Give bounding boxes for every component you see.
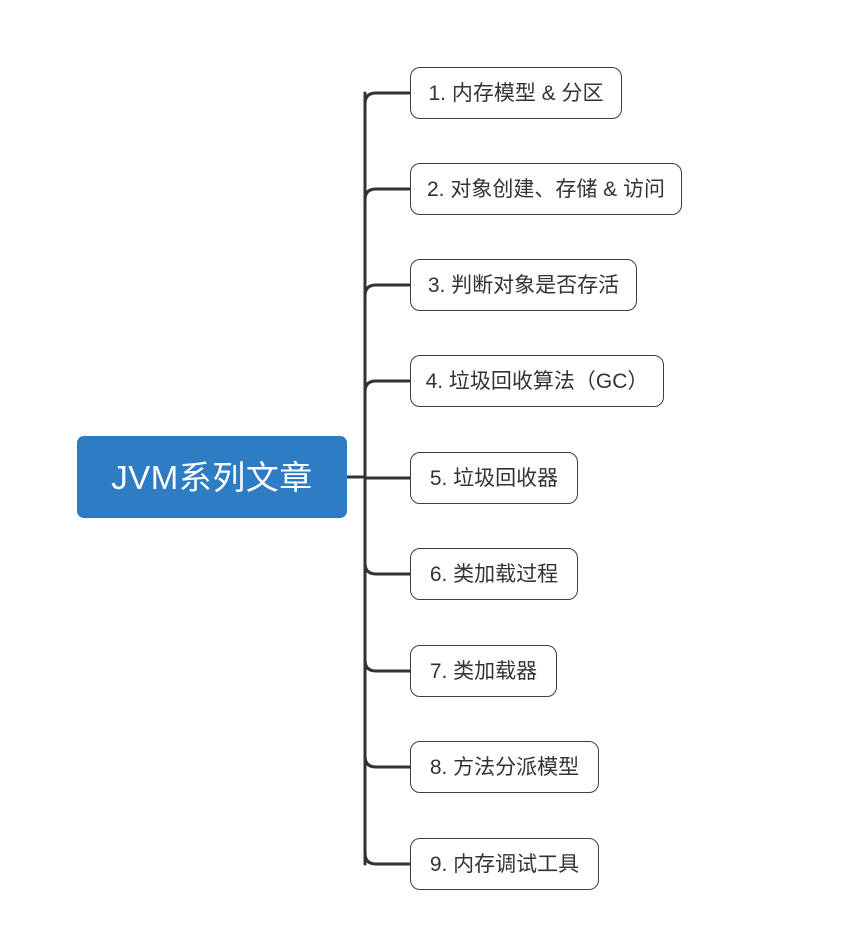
branch-connector-7 [363, 658, 412, 673]
branch-node[interactable]: 5. 垃圾回收器 [410, 452, 578, 504]
branch-connector-6 [363, 561, 412, 576]
branch-node[interactable]: 3. 判断对象是否存活 [410, 259, 637, 311]
branch-node-label: 5. 垃圾回收器 [429, 466, 559, 490]
branch-node[interactable]: 9. 内存调试工具 [410, 838, 599, 890]
branch-node-label: 8. 方法分派模型 [429, 755, 580, 779]
branch-node-label: 3. 判断对象是否存活 [427, 273, 620, 297]
branch-node-label: 6. 类加载过程 [429, 562, 559, 586]
branch-node[interactable]: 8. 方法分派模型 [410, 741, 599, 793]
branch-node[interactable]: 1. 内存模型 & 分区 [410, 67, 622, 119]
branch-node-label: 1. 内存模型 & 分区 [428, 81, 604, 105]
branch-connector-3 [363, 283, 412, 298]
branch-connector-4 [363, 379, 412, 394]
branch-connector-8 [363, 754, 412, 769]
branch-node[interactable]: 2. 对象创建、存储 & 访问 [410, 163, 682, 215]
branch-node-label: 4. 垃圾回收算法（GC） [425, 369, 649, 393]
branch-node[interactable]: 7. 类加载器 [410, 645, 557, 697]
branch-node[interactable]: 6. 类加载过程 [410, 548, 578, 600]
branch-node[interactable]: 4. 垃圾回收算法（GC） [410, 355, 664, 407]
branch-connector-1 [363, 91, 412, 106]
branch-node-label: 7. 类加载器 [429, 659, 538, 683]
branch-connector-9 [363, 851, 412, 866]
root-node-label: JVM系列文章 [111, 458, 313, 496]
branch-node-label: 2. 对象创建、存储 & 访问 [426, 177, 666, 201]
root-node[interactable]: JVM系列文章 [77, 436, 347, 518]
branch-node-label: 9. 内存调试工具 [429, 852, 580, 876]
branch-connector-2 [363, 187, 412, 202]
